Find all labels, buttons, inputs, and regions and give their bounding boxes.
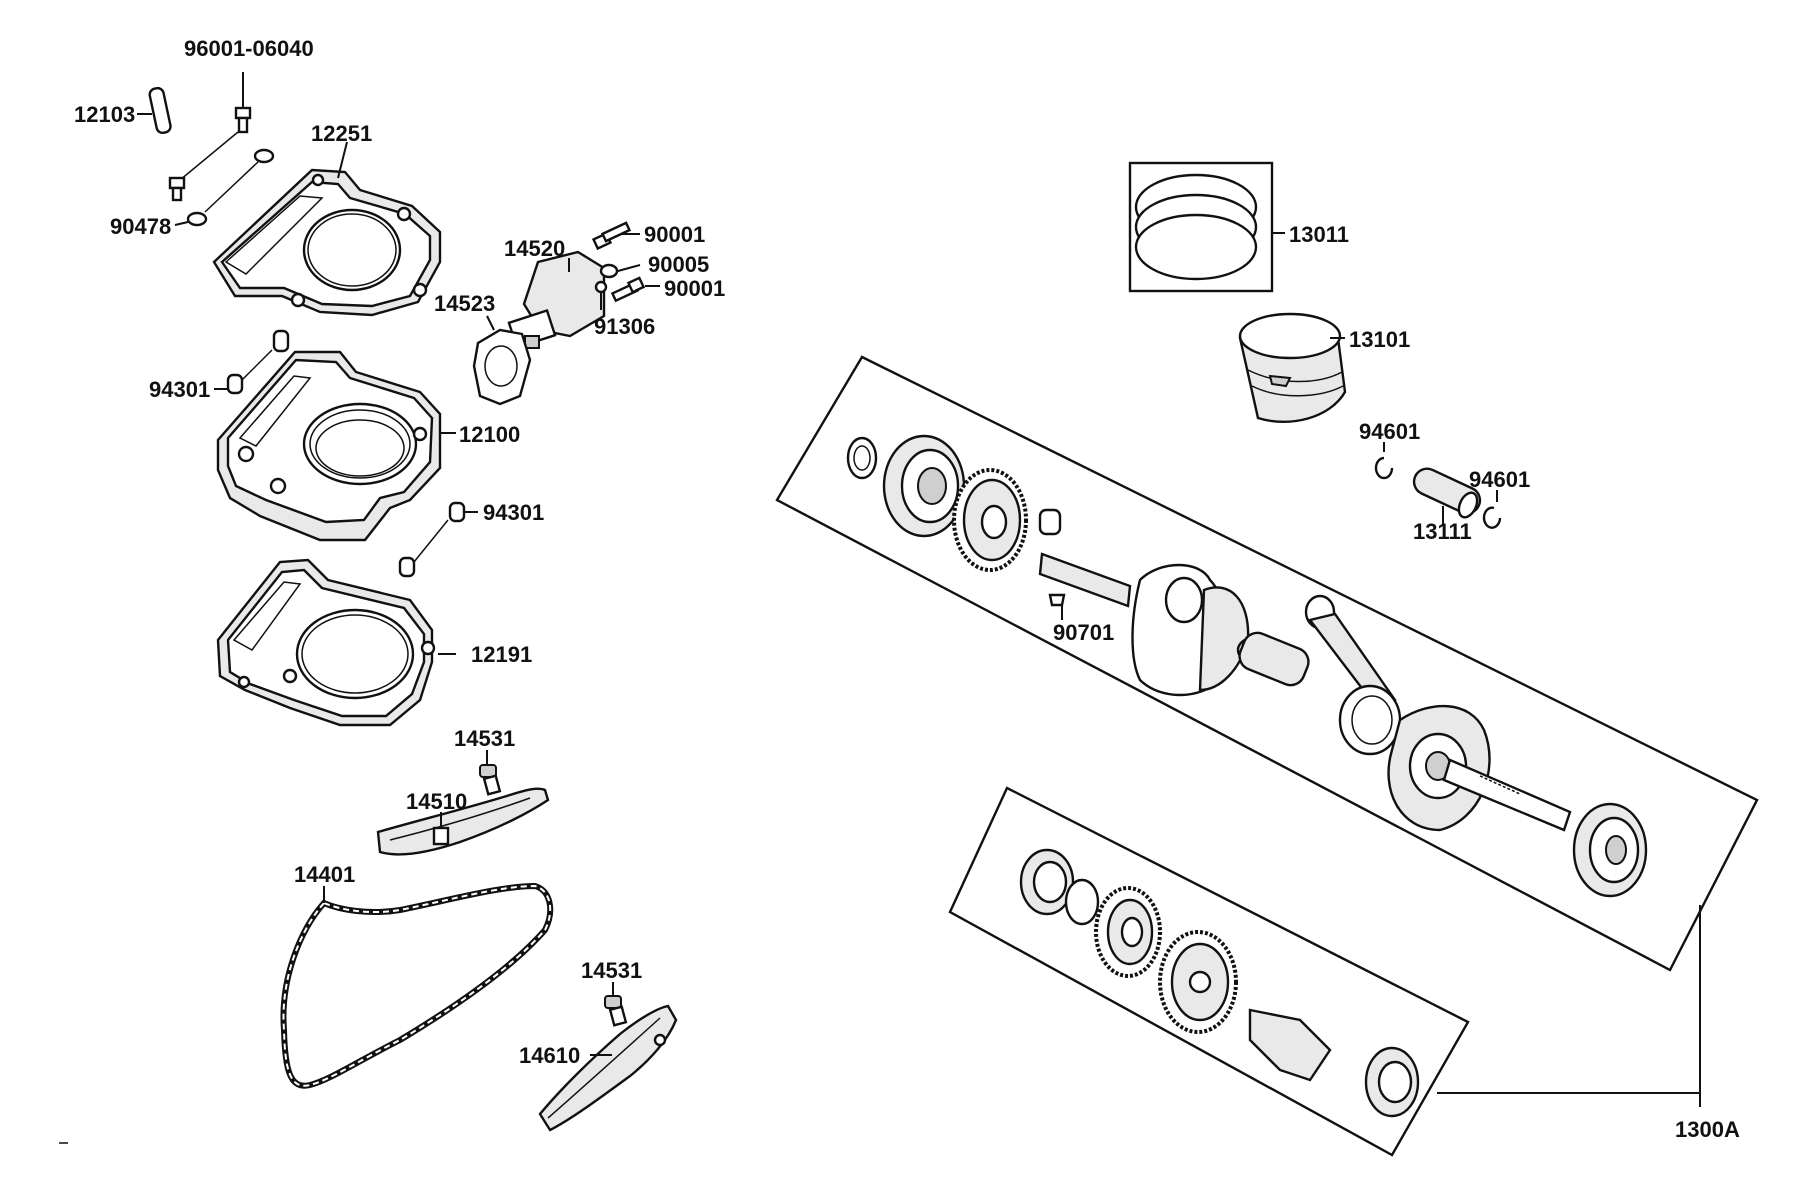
label-13101: 13101	[1349, 327, 1410, 352]
label-94601-b: 94601	[1469, 467, 1530, 492]
crankshaft-assembly	[775, 355, 1759, 972]
label-12103: 12103	[74, 102, 135, 127]
base-gasket-12191	[216, 558, 456, 727]
cam-chain-14401	[280, 882, 554, 1089]
label-14610: 14610	[519, 1043, 580, 1068]
head-gasket-12251	[212, 141, 442, 317]
chain-guide-14510	[376, 787, 550, 856]
piston-pin-group	[1374, 442, 1502, 529]
dowel-pin-12103	[137, 86, 172, 135]
label-96001-06040: 96001-06040	[184, 36, 314, 61]
label-14510: 14510	[406, 789, 467, 814]
tensioner-bolts	[591, 221, 660, 310]
label-12191: 12191	[471, 642, 532, 667]
label-14520: 14520	[504, 236, 565, 261]
piston-rings-13011	[1128, 161, 1285, 293]
label-12251: 12251	[311, 121, 372, 146]
label-91306: 91306	[594, 314, 655, 339]
label-12100: 12100	[459, 422, 520, 447]
label-90005: 90005	[648, 252, 709, 277]
label-1300A: 1300A	[1675, 1117, 1740, 1142]
washer-90478	[174, 148, 275, 227]
bolt-96001-06040	[168, 72, 252, 202]
label-13011: 13011	[1289, 222, 1349, 247]
tensioner-gasket-14523	[472, 315, 532, 406]
label-90478: 90478	[110, 214, 171, 239]
chain-guide-14610	[538, 1004, 678, 1132]
piston-13101	[1238, 312, 1347, 423]
label-90701: 90701	[1053, 620, 1114, 645]
label-90001-b: 90001	[664, 276, 725, 301]
label-94601-a: 94601	[1359, 419, 1420, 444]
balancer-assembly	[948, 786, 1470, 1157]
label-90001-a: 90001	[644, 222, 705, 247]
label-14531-a: 14531	[454, 726, 515, 751]
label-94301-b: 94301	[483, 500, 544, 525]
cylinder-12100	[216, 350, 456, 542]
dowel-94301-lower	[398, 501, 478, 578]
bolt-14531-lower	[604, 982, 628, 1027]
assembly-1300A-leader	[1437, 905, 1701, 1107]
tensioner-14520	[507, 250, 606, 350]
dowel-94301-upper	[214, 329, 290, 395]
label-14523: 14523	[434, 291, 495, 316]
label-14401: 14401	[294, 862, 355, 887]
label-14531-b: 14531	[581, 958, 642, 983]
bolt-14531-upper	[479, 750, 502, 796]
label-13111: 13111	[1413, 519, 1472, 544]
label-94301-a: 94301	[149, 377, 210, 402]
